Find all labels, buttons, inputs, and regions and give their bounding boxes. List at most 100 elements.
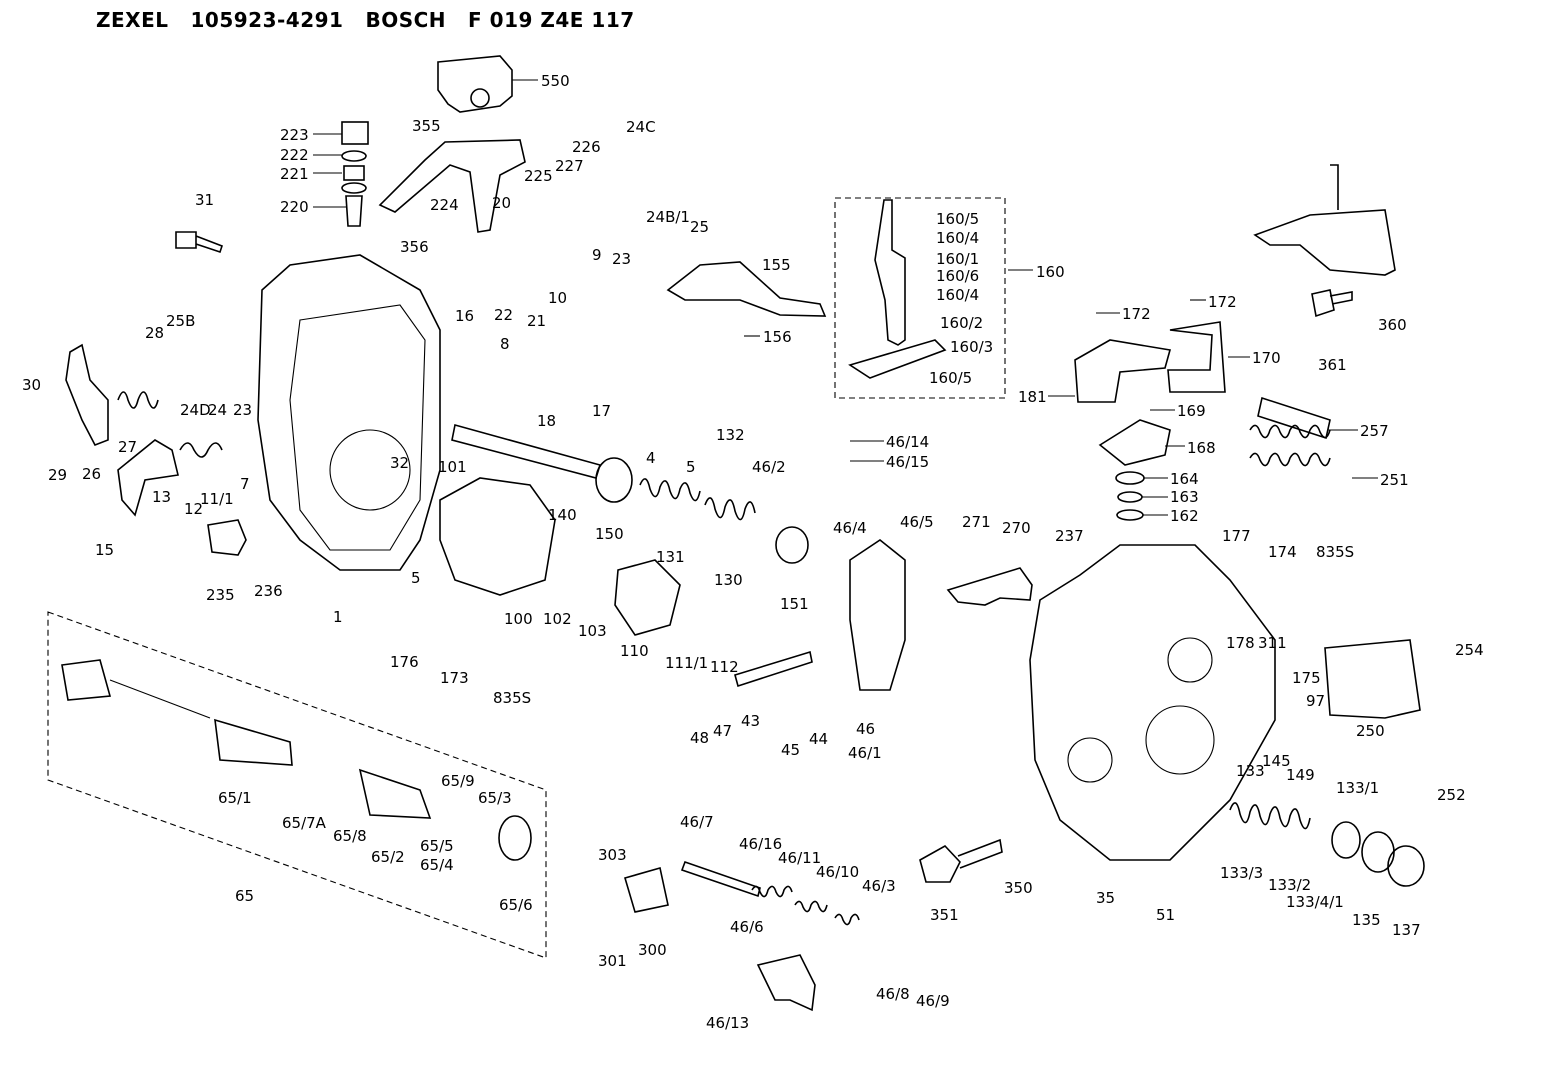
label-45: 45 xyxy=(781,741,800,759)
part-160-stack xyxy=(874,199,906,346)
label-5a: 5 xyxy=(686,458,696,476)
label-250: 250 xyxy=(1356,722,1385,740)
label-24B1: 24B/1 xyxy=(646,208,690,226)
label-163: 163 xyxy=(1170,488,1199,506)
part-164-drawing xyxy=(1115,471,1145,485)
label-48: 48 xyxy=(690,729,709,747)
label-1606: 160/6 xyxy=(936,267,979,285)
label-4613: 46/13 xyxy=(706,1014,749,1032)
part-651-body xyxy=(214,718,293,766)
group-160-outline xyxy=(834,197,1006,399)
label-130: 130 xyxy=(714,571,743,589)
part-4616-spring xyxy=(751,885,793,898)
part-251-spring-b xyxy=(1249,452,1331,467)
part-26-drawing xyxy=(65,343,109,447)
label-1605b: 160/5 xyxy=(929,369,972,387)
label-24: 24 xyxy=(208,401,227,419)
label-469: 46/9 xyxy=(916,992,950,1010)
part-223-drawing xyxy=(341,121,369,145)
label-35: 35 xyxy=(1096,889,1115,907)
label-8: 8 xyxy=(500,335,510,353)
label-224: 224 xyxy=(430,196,459,214)
label-1331: 133/1 xyxy=(1336,779,1379,797)
label-110: 110 xyxy=(620,642,649,660)
label-20: 20 xyxy=(492,194,511,212)
part-235-drawing xyxy=(207,519,247,556)
part-labels: 550 355 223 222 221 220 31 356 224 20 22… xyxy=(22,72,1484,1032)
leader-lines xyxy=(313,79,1378,516)
label-100: 100 xyxy=(504,610,533,628)
label-23b: 23 xyxy=(233,401,252,419)
label-26: 26 xyxy=(82,465,101,483)
label-176: 176 xyxy=(390,653,419,671)
part-550-drawing xyxy=(437,55,513,113)
label-65: 65 xyxy=(235,887,254,905)
label-145: 145 xyxy=(1262,752,1291,770)
label-4611: 46/11 xyxy=(778,849,821,867)
label-1605a: 160/5 xyxy=(936,210,979,228)
part-351-drawing xyxy=(919,838,1003,883)
label-46: 46 xyxy=(856,720,875,738)
label-160: 160 xyxy=(1036,263,1065,281)
part-168-drawing xyxy=(1098,419,1171,466)
part-150-drawing xyxy=(595,457,633,503)
part-number-label: 105923-4291 xyxy=(190,8,344,32)
label-133: 133 xyxy=(1236,762,1265,780)
label-467: 46/7 xyxy=(680,813,714,831)
label-173: 173 xyxy=(440,669,469,687)
label-223: 223 xyxy=(280,126,309,144)
part-133-spring xyxy=(1229,802,1311,830)
label-550: 550 xyxy=(541,72,570,90)
label-162: 162 xyxy=(1170,507,1199,525)
label-140: 140 xyxy=(548,506,577,524)
part-137-drawing xyxy=(1387,845,1425,887)
part-652-drawing xyxy=(358,768,432,819)
label-18: 18 xyxy=(537,412,556,430)
part-220-drawing xyxy=(345,195,363,227)
label-156: 156 xyxy=(763,328,792,346)
label-151: 151 xyxy=(780,595,809,613)
part-361-drawing xyxy=(1311,289,1353,318)
label-655: 65/5 xyxy=(420,837,454,855)
label-466: 46/6 xyxy=(730,918,764,936)
part-250-drawing xyxy=(1324,639,1421,719)
label-169: 169 xyxy=(1177,402,1206,420)
part-1331-drawing xyxy=(1331,821,1361,859)
label-311: 311 xyxy=(1258,634,1287,652)
label-656: 65/6 xyxy=(499,896,533,914)
label-28: 28 xyxy=(145,324,164,342)
label-355: 355 xyxy=(412,117,441,135)
label-44: 44 xyxy=(809,730,828,748)
label-226: 226 xyxy=(572,138,601,156)
label-174: 174 xyxy=(1268,543,1297,561)
part-222b-drawing xyxy=(341,182,367,194)
part-drawings xyxy=(47,55,1425,1012)
label-361: 361 xyxy=(1318,356,1347,374)
label-237: 237 xyxy=(1055,527,1084,545)
housing-1-inner xyxy=(289,304,426,551)
group-65-outline xyxy=(47,611,547,959)
label-221: 221 xyxy=(280,165,309,183)
label-132: 132 xyxy=(716,426,745,444)
label-222: 222 xyxy=(280,146,309,164)
label-111: 11/1 xyxy=(200,490,234,508)
label-1602: 160/2 xyxy=(940,314,983,332)
part-651-wire xyxy=(109,679,211,719)
label-25B: 25B xyxy=(166,312,195,330)
label-24C: 24C xyxy=(626,118,656,136)
part-270-drawing xyxy=(946,567,1033,606)
label-9: 9 xyxy=(592,246,602,264)
label-150: 150 xyxy=(595,525,624,543)
label-356: 356 xyxy=(400,238,429,256)
label-13341: 133/4/1 xyxy=(1286,893,1344,911)
label-4614: 46/14 xyxy=(886,433,929,451)
label-301: 301 xyxy=(598,952,627,970)
part-656-drawing xyxy=(498,815,532,861)
label-659: 65/9 xyxy=(441,772,475,790)
label-1603: 160/3 xyxy=(950,338,993,356)
part-467-shaft xyxy=(680,860,761,898)
label-4610: 46/10 xyxy=(816,863,859,881)
label-135: 135 xyxy=(1352,911,1381,929)
label-220: 220 xyxy=(280,198,309,216)
